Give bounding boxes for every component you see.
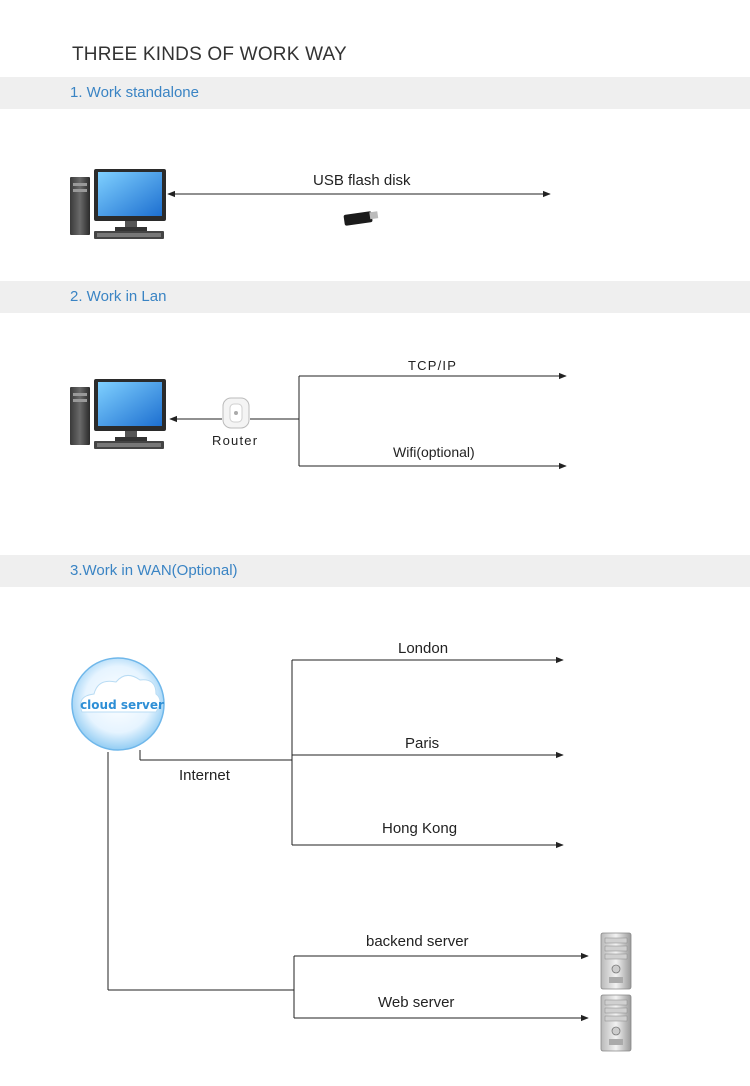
cloud-server-icon (71, 657, 165, 751)
tcp-ip-label: TCP/IP (408, 358, 458, 373)
usb-flash-disk-label: USB flash disk (313, 172, 411, 189)
section-header-wan: 3.Work in WAN(Optional) (0, 555, 750, 587)
server-tower-icon (600, 932, 632, 990)
internet-label: Internet (179, 767, 230, 784)
site-label-paris: Paris (405, 735, 440, 752)
router-label: Router (212, 433, 259, 448)
cloud-server-label: cloud server (80, 698, 164, 712)
backend-server-label: backend server (366, 933, 469, 950)
section-title: 1. Work standalone (70, 84, 199, 101)
router-icon (222, 397, 250, 429)
section-title: 2. Work in Lan (70, 288, 167, 305)
page-title: THREE KINDS OF WORK WAY (72, 44, 347, 65)
web-server-label: Web server (378, 994, 455, 1011)
site-label-london: London (398, 640, 449, 657)
section-title: 3.Work in WAN(Optional) (70, 562, 238, 579)
section-header-lan: 2. Work in Lan (0, 281, 750, 313)
desktop-computer-icon (70, 379, 166, 449)
desktop-computer-icon (70, 169, 166, 239)
wifi-label: Wifi(optional) (393, 444, 475, 460)
server-tower-icon (600, 994, 632, 1052)
section-header-standalone: 1. Work standalone (0, 77, 750, 109)
usb-flash-disk-icon (343, 211, 379, 226)
site-label-hong-kong: Hong Kong (382, 820, 458, 837)
